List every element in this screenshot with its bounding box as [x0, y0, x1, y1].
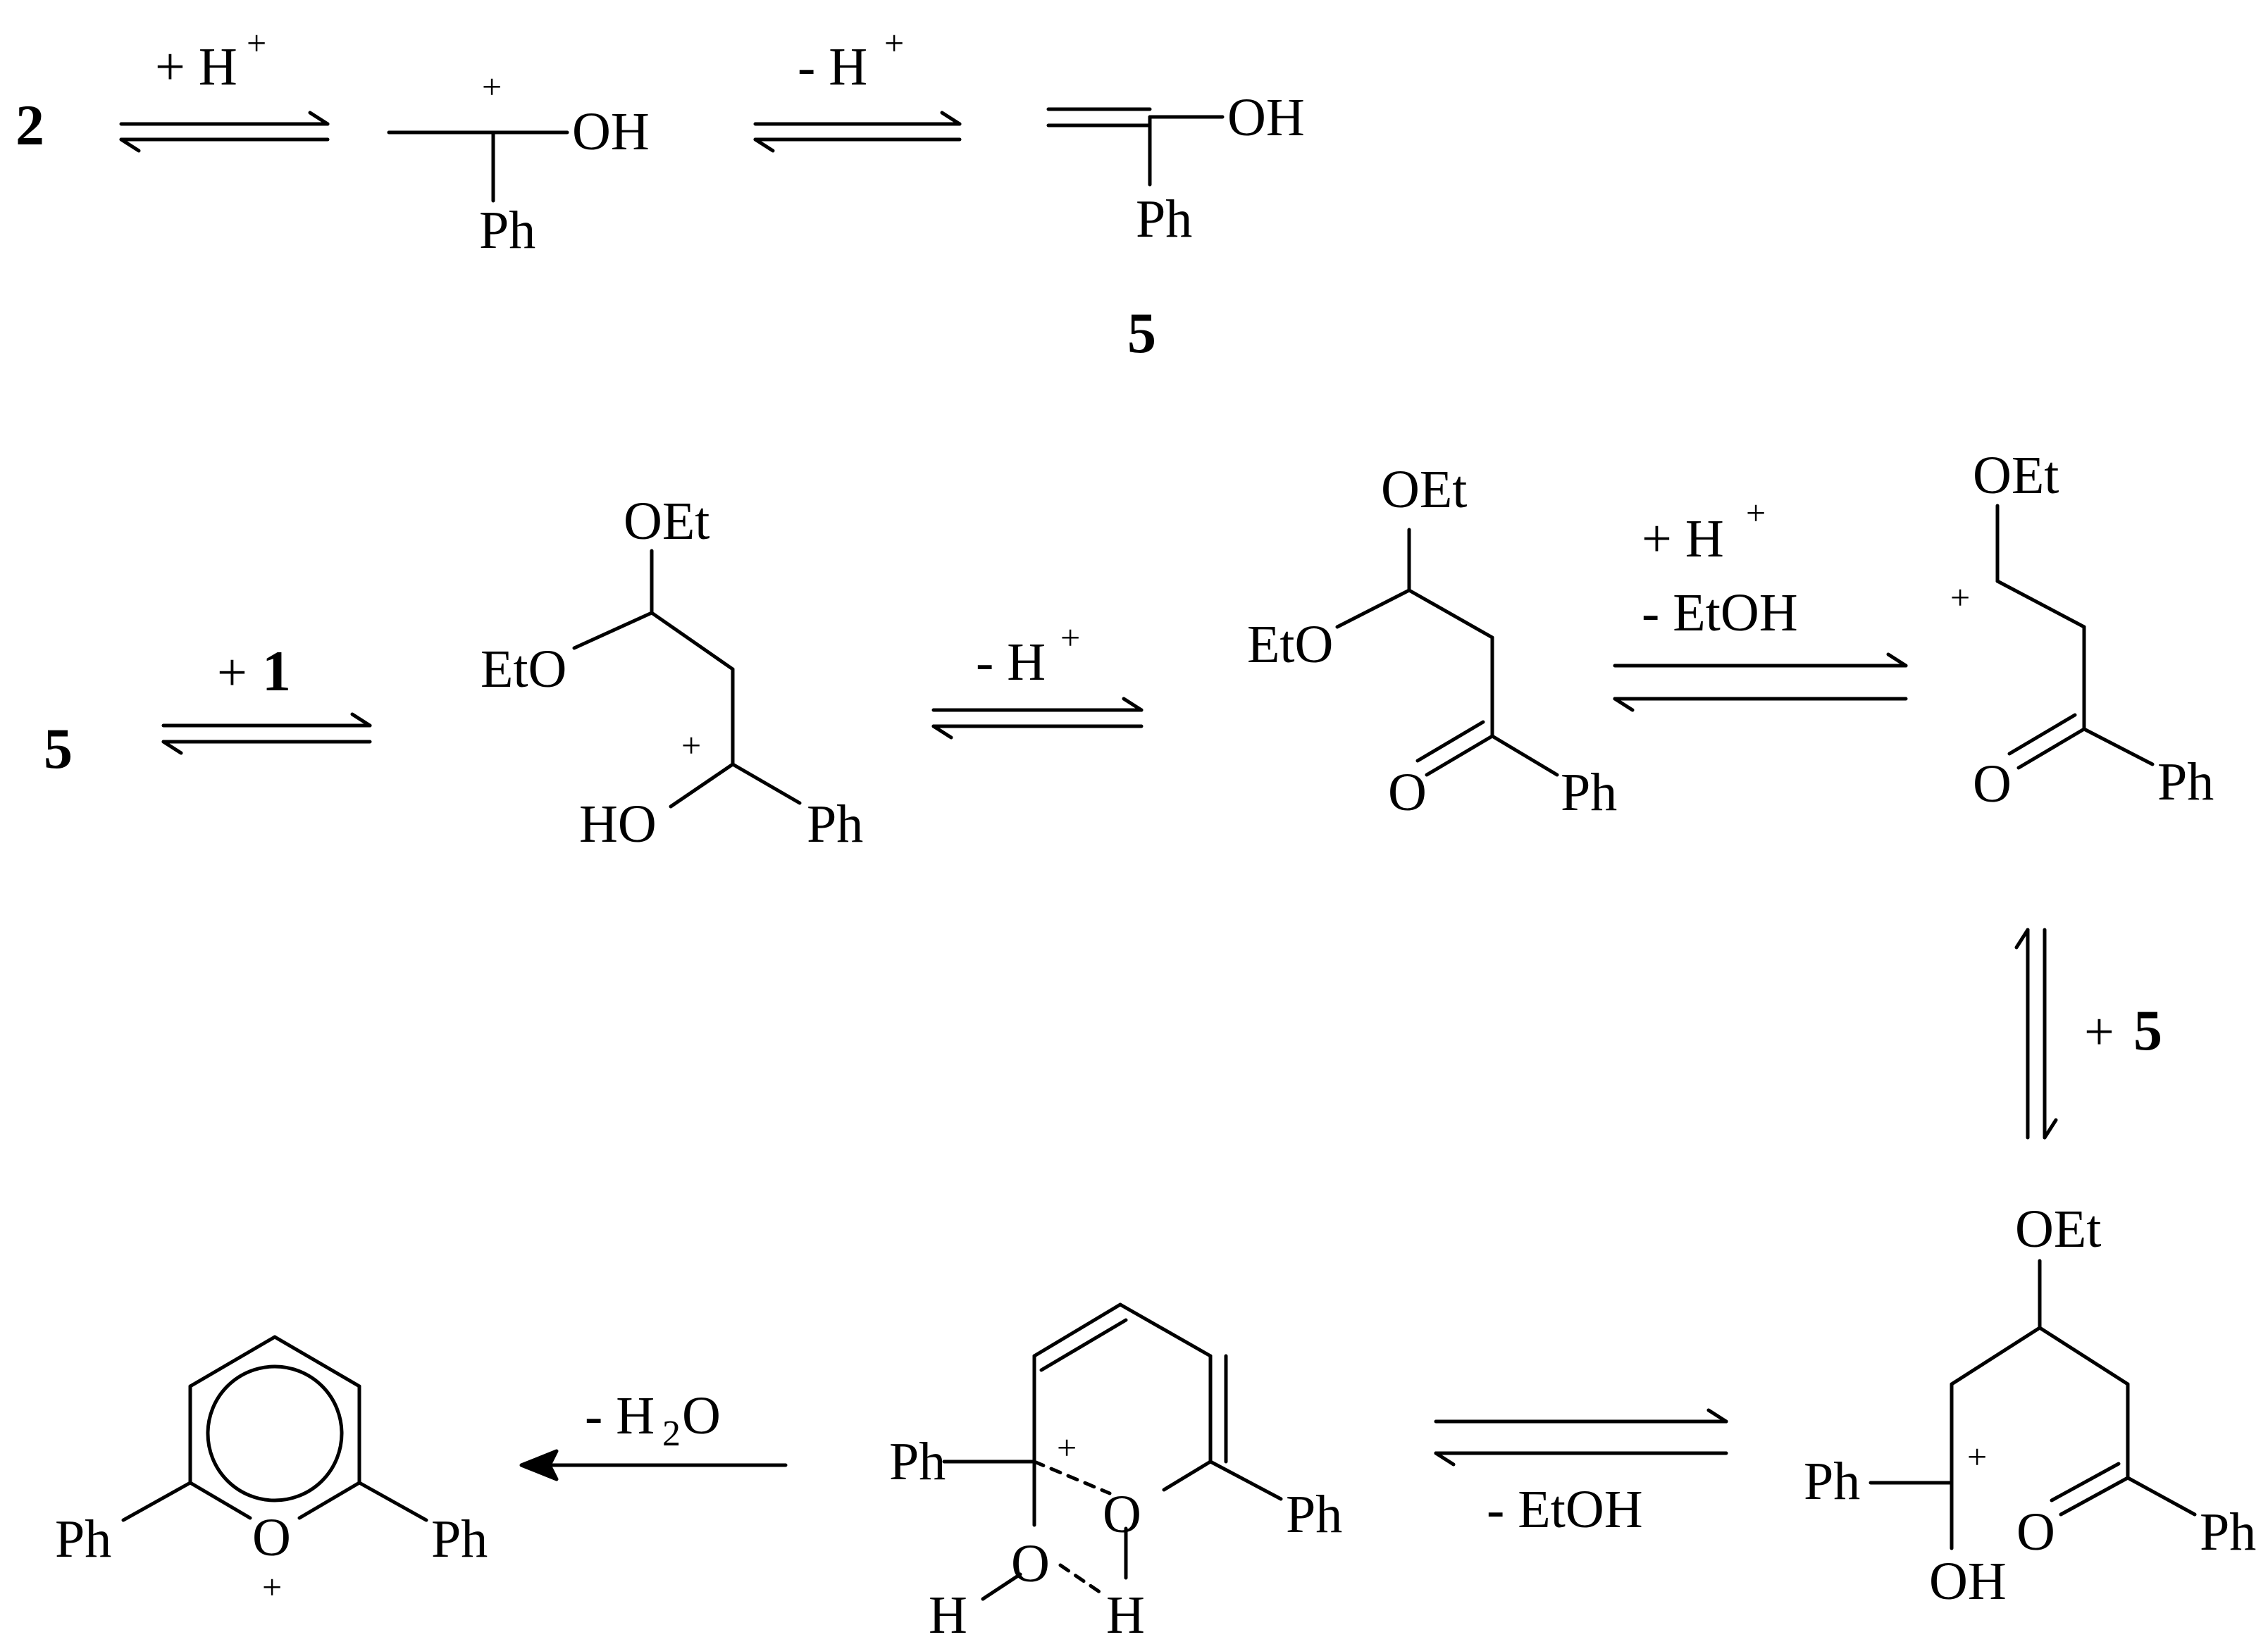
phenyl-label: Ph: [2157, 752, 2214, 811]
phenyl-label: Ph: [1804, 1452, 1860, 1511]
equilibrium-arrow-add-5: [2014, 928, 2058, 1140]
acetal-adduct-cation: [572, 549, 802, 809]
condition-minus-h: - H: [976, 633, 1046, 692]
hydroxyl-label: OH: [1227, 88, 1305, 147]
carbonyl-oxygen-label: O: [2016, 1502, 2055, 1562]
carbonyl-oxygen-label: O: [1388, 763, 1427, 822]
hydroxyl-oxygen-label: O: [1011, 1534, 1050, 1593]
equilibrium-arrow-deprotonation: [931, 697, 1144, 740]
phenyl-label: Ph: [1286, 1485, 1342, 1544]
cation-charge: +: [1967, 1437, 1987, 1476]
compound-2-ref: 2: [16, 93, 44, 157]
condition-minus-etoh: - EtOH: [1642, 583, 1798, 642]
pyrylium-oxygen-label: O: [252, 1508, 291, 1567]
equilibrium-arrow-deprotonation: [753, 111, 962, 153]
beta-keto-acetal: [1335, 528, 1559, 777]
cation-charge: +: [1057, 1428, 1077, 1467]
compound-1-ref: 1: [262, 639, 291, 703]
water-subscript: 2: [662, 1414, 681, 1454]
ethoxy-label: OEt: [624, 492, 709, 551]
phenyl-label: Ph: [807, 795, 863, 854]
phenyl-label: Ph: [431, 1510, 488, 1569]
condition-minus-h: - H: [798, 37, 867, 97]
condition-plus-h: + H: [155, 37, 237, 97]
ring-oxygen-label: O: [1103, 1485, 1141, 1544]
enol-compound-5: [1046, 107, 1225, 187]
phenyl-label: Ph: [55, 1510, 111, 1569]
phenyl-label: Ph: [479, 201, 535, 260]
reaction-arrow-dehydration: [519, 1449, 788, 1481]
condition-minus-etoh: - EtOH: [1487, 1480, 1643, 1539]
hydrogen-label: H: [1106, 1586, 1145, 1645]
equilibrium-arrow-add-1: [161, 712, 372, 755]
compound-5-ref: 5: [1127, 301, 1156, 365]
equilibrium-arrow-protonation: [119, 111, 330, 153]
ethoxy-label: EtO: [1247, 615, 1333, 674]
pyrylium-charge: +: [262, 1567, 282, 1607]
diphenylpyrylium-product: [121, 1335, 428, 1522]
compound-5-ref: 5: [44, 716, 73, 780]
phenyl-label: Ph: [1136, 189, 1192, 249]
superscript-plus: +: [247, 23, 266, 63]
cyclic-hemiketal-cation: [942, 1302, 1283, 1601]
condition-plus: +: [2084, 1002, 2114, 1062]
superscript-plus: +: [884, 23, 904, 63]
compound-5-ref: 5: [2133, 998, 2162, 1062]
protonated-acetophenone: [387, 130, 569, 203]
condition-minus-h2o: - H: [585, 1386, 655, 1445]
hydroxyl-label: OH: [572, 102, 650, 161]
condition-plus-h: + H: [1642, 509, 1724, 568]
water-oxygen: O: [682, 1386, 721, 1445]
hydroxyl-label: HO: [579, 795, 657, 854]
equilibrium-arrow-elimination: [1434, 1408, 1728, 1467]
equilibrium-arrow-acetal-cleavage: [1613, 652, 1908, 712]
superscript-plus: +: [1060, 618, 1080, 657]
carbonyl-oxygen-label: O: [1973, 754, 2012, 814]
hydrogen-label: H: [929, 1586, 967, 1645]
oxocarbenium-cation: [1995, 504, 2155, 770]
ethoxy-label: OEt: [1973, 446, 2059, 505]
phenyl-label: Ph: [1561, 763, 1617, 822]
cation-charge: +: [482, 67, 502, 106]
phenyl-label: Ph: [2200, 1502, 2256, 1562]
hydroxyl-label: OH: [1929, 1552, 2007, 1611]
ethoxy-label: OEt: [2015, 1200, 2101, 1259]
cation-charge: +: [681, 726, 701, 765]
superscript-plus: +: [1746, 493, 1766, 533]
condition-plus: +: [217, 643, 247, 702]
cation-charge: +: [1950, 578, 1970, 617]
aldol-adduct-cation: [1869, 1259, 2197, 1550]
ethoxy-label: EtO: [481, 640, 566, 699]
phenyl-label: Ph: [889, 1432, 946, 1491]
ethoxy-label: OEt: [1381, 460, 1467, 519]
